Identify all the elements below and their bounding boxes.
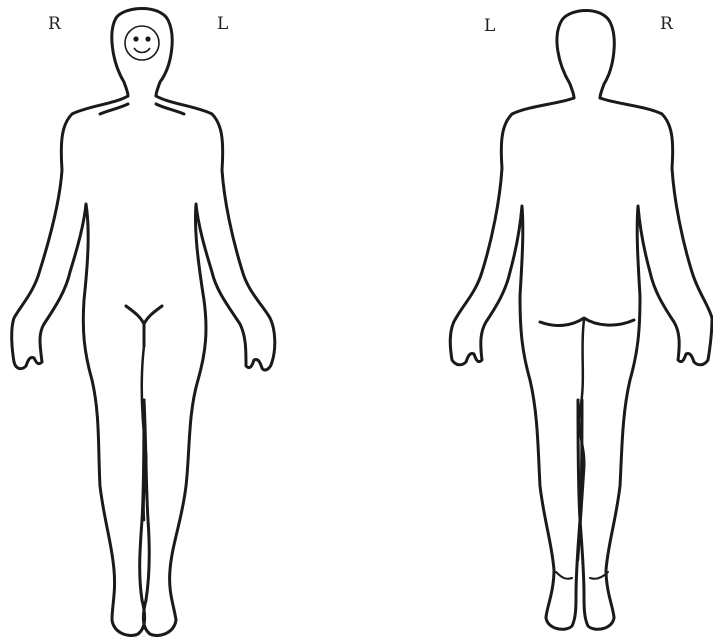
front-body-outline-right [12, 96, 145, 635]
back-body-outline-left [450, 98, 582, 629]
front-view-figure [12, 9, 275, 636]
front-groin-line [126, 306, 162, 346]
back-body-outline-right [578, 98, 712, 629]
smiley-face-icon [125, 26, 159, 60]
back-view-figure [450, 11, 712, 630]
back-buttocks-line [540, 318, 634, 325]
back-head-outline [557, 11, 614, 99]
front-body-outline-left [143, 96, 274, 635]
front-collar-line [100, 104, 184, 114]
